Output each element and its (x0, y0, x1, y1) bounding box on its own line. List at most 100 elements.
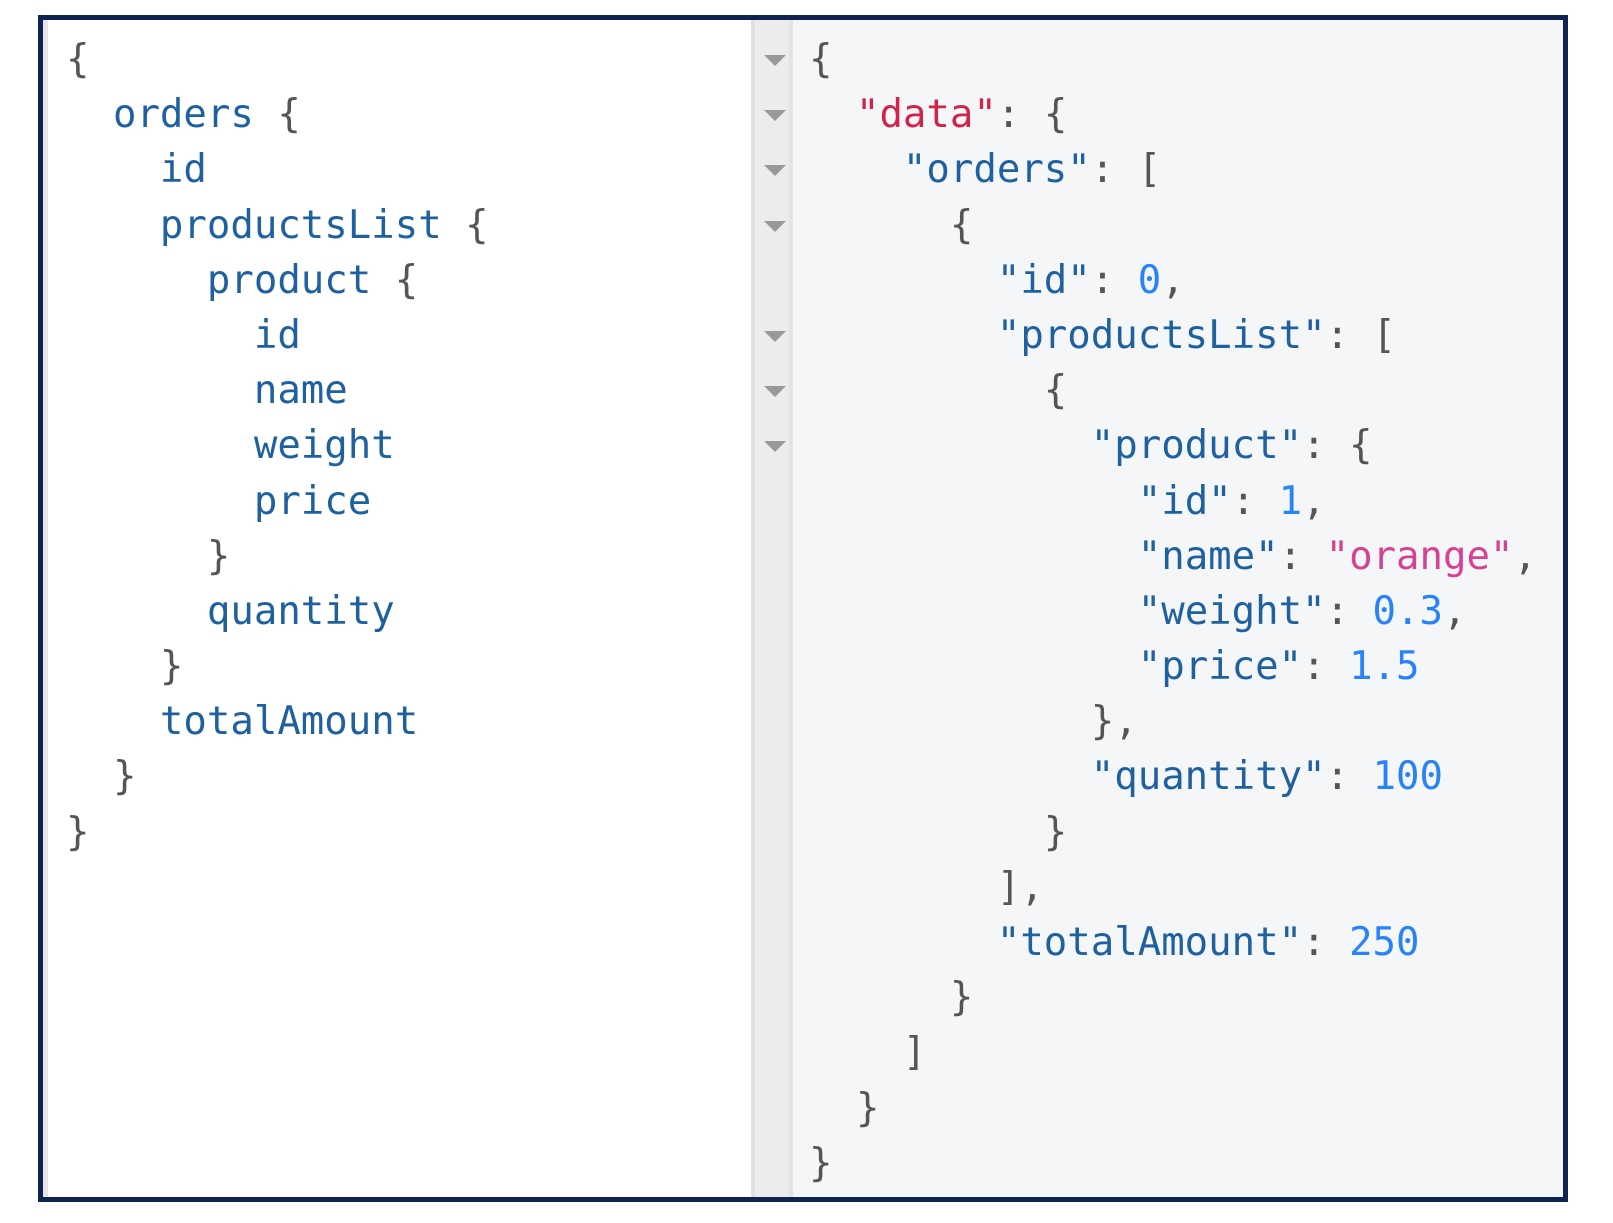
result-line: "name": "orange", (809, 529, 1537, 584)
punctuation: } (66, 809, 90, 855)
query-line: product { (66, 253, 489, 308)
punctuation (809, 479, 1138, 524)
data-key: "data" (855, 92, 997, 138)
punctuation: : (1325, 754, 1373, 800)
punctuation: , (1302, 478, 1326, 524)
punctuation: { (809, 37, 833, 82)
query-line: name (66, 363, 489, 418)
result-line: { (809, 32, 1537, 87)
result-viewer: { "data": { "orders": [ { "id": 0, "prod… (793, 20, 1563, 1197)
punctuation: ] (809, 1030, 927, 1076)
result-line: "weight": 0.3, (809, 584, 1537, 639)
result-line: "totalAmount": 250 (809, 915, 1537, 970)
punctuation (66, 368, 254, 413)
punctuation: } (809, 1140, 833, 1186)
punctuation (809, 920, 997, 965)
query-line: id (66, 308, 489, 363)
number-value: 0 (1137, 257, 1162, 303)
string-value: "orange" (1325, 533, 1514, 579)
field-key: "price" (1137, 644, 1303, 690)
number-value: 100 (1372, 754, 1443, 800)
punctuation: , (1513, 533, 1537, 579)
result-line: "product": { (809, 418, 1537, 473)
field-key: "totalAmount" (996, 920, 1303, 965)
punctuation: } (66, 754, 137, 800)
punctuation: : { (1302, 423, 1373, 469)
punctuation: : { (996, 92, 1068, 138)
punctuation: } (809, 1085, 880, 1131)
punctuation: : (1090, 257, 1138, 303)
punctuation: { (253, 92, 301, 138)
field-key: price (253, 478, 372, 524)
query-line: } (66, 639, 489, 694)
punctuation: { (809, 202, 974, 248)
query-line: productsList { (66, 198, 489, 253)
number-value: 0.3 (1372, 588, 1443, 634)
result-line: } (809, 805, 1537, 860)
fold-triangle-icon[interactable] (764, 55, 786, 66)
punctuation (66, 699, 160, 744)
query-line: } (66, 805, 489, 860)
result-line: "data": { (809, 87, 1537, 142)
result-line: { (809, 363, 1537, 418)
query-line: price (66, 474, 489, 529)
fold-triangle-icon[interactable] (764, 110, 786, 122)
result-line: ] (809, 1025, 1537, 1080)
result-line: "id": 1, (809, 474, 1537, 529)
punctuation (809, 644, 1138, 689)
result-line: { (809, 198, 1537, 253)
field-key: orders (112, 92, 254, 138)
punctuation: , (1443, 588, 1467, 634)
punctuation (66, 479, 254, 524)
result-line: "productsList": [ (809, 308, 1537, 363)
field-key: name (253, 368, 348, 414)
fold-triangle-icon[interactable] (764, 331, 786, 342)
result-line: ], (809, 860, 1537, 915)
punctuation: } (66, 644, 184, 690)
query-line: quantity (66, 584, 489, 639)
fold-gutter (751, 20, 793, 1197)
punctuation: } (66, 533, 231, 579)
punctuation: : (1231, 478, 1279, 524)
punctuation: ], (809, 864, 1044, 910)
punctuation: } (809, 975, 974, 1021)
punctuation: : (1325, 588, 1373, 634)
punctuation (66, 92, 113, 137)
number-value: 250 (1349, 920, 1420, 965)
punctuation (809, 92, 856, 137)
fold-triangle-icon[interactable] (764, 220, 786, 232)
punctuation: { (66, 37, 90, 82)
field-key: "id" (996, 257, 1091, 303)
punctuation: : [ (1090, 147, 1162, 193)
punctuation (809, 258, 997, 303)
fold-triangle-icon[interactable] (764, 165, 786, 177)
query-line: orders { (66, 87, 489, 142)
punctuation: { (809, 368, 1068, 414)
punctuation (66, 147, 160, 192)
result-line: "price": 1.5 (809, 639, 1537, 694)
field-key: product (206, 257, 372, 303)
punctuation: }, (809, 699, 1138, 745)
graphql-playground-frame: { orders { id productsList { product { i… (38, 15, 1568, 1202)
field-key: productsList (159, 202, 442, 248)
punctuation: : (1302, 644, 1350, 690)
punctuation: , (1161, 257, 1185, 303)
field-key: totalAmount (159, 699, 419, 745)
punctuation (809, 534, 1138, 579)
field-key: quantity (206, 588, 395, 634)
result-line: "quantity": 100 (809, 749, 1537, 804)
field-key: "orders" (902, 147, 1091, 193)
punctuation: : (1278, 533, 1326, 579)
query-code[interactable]: { orders { id productsList { product { i… (66, 32, 489, 860)
punctuation (809, 589, 1138, 634)
punctuation (66, 203, 160, 248)
fold-triangle-icon[interactable] (764, 441, 786, 453)
punctuation (809, 147, 903, 192)
field-key: "productsList" (996, 312, 1326, 358)
result-line: "id": 0, (809, 253, 1537, 308)
fold-triangle-icon[interactable] (764, 386, 786, 398)
query-line: weight (66, 418, 489, 473)
query-editor[interactable]: { orders { id productsList { product { i… (43, 20, 751, 1197)
result-line: } (809, 1136, 1537, 1191)
query-line: } (66, 749, 489, 804)
